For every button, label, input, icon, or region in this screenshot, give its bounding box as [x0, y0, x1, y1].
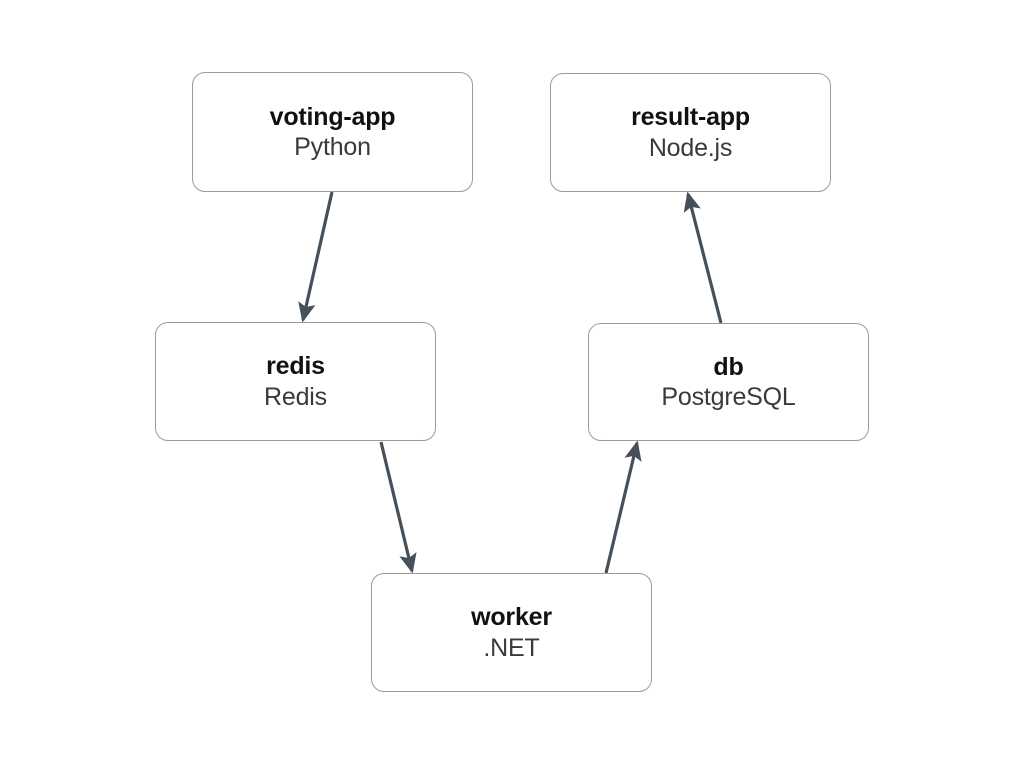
node-name-label: worker [471, 603, 552, 631]
node-tech-label: Python [294, 133, 371, 161]
node-name-label: redis [266, 352, 325, 380]
edge-voting-app-to-redis [298, 191, 334, 323]
node-tech-label: PostgreSQL [661, 383, 796, 411]
node-name-label: result-app [631, 103, 750, 131]
edge-redis-to-worker [379, 441, 417, 574]
node-tech-label: Node.js [648, 133, 733, 162]
edge-db-to-result-app [683, 191, 723, 324]
node-tech-label: .NET [483, 633, 540, 662]
edge-worker-to-db [604, 440, 642, 574]
node-name-label: voting-app [269, 102, 396, 131]
node-tech-label: Redis [264, 382, 327, 411]
node-worker[interactable]: worker.NET [371, 573, 652, 692]
node-name-label: db [713, 352, 744, 381]
